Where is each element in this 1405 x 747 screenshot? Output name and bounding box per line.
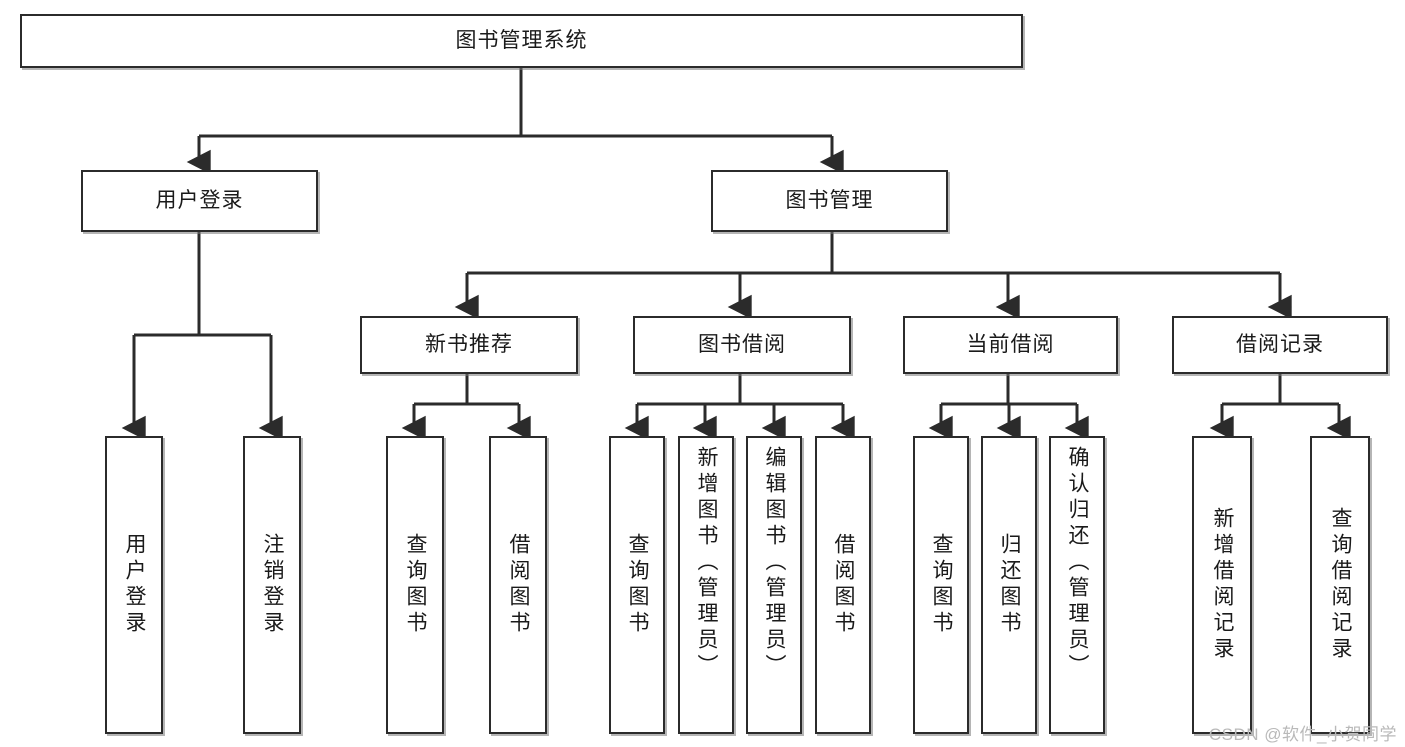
node-label: 新增借阅记录	[1211, 507, 1235, 663]
node-label: 注销登录	[261, 533, 285, 637]
node-label: 借阅图书	[832, 533, 856, 637]
leaf-query-record[interactable]: 查询借阅记录	[1310, 436, 1370, 734]
node-book-management[interactable]: 图书管理	[711, 170, 948, 232]
node-label: 借阅记录	[1236, 333, 1324, 357]
leaf-query-book-3[interactable]: 查询图书	[913, 436, 969, 734]
node-label: 当前借阅	[966, 333, 1055, 357]
leaf-query-book-1[interactable]: 查询图书	[386, 436, 444, 734]
node-label: 查询借阅记录	[1329, 507, 1353, 663]
node-borrow-record[interactable]: 借阅记录	[1172, 316, 1388, 374]
leaf-user-login[interactable]: 用户登录	[105, 436, 163, 734]
node-label: 新书推荐	[425, 333, 513, 357]
node-label: 查询图书	[930, 533, 954, 637]
node-label: 用户登录	[123, 533, 147, 637]
node-label: 图书借阅	[698, 333, 786, 357]
node-label: 图书管理	[785, 189, 874, 213]
node-user-login[interactable]: 用户登录	[81, 170, 318, 232]
node-label: 编辑图书（管理员）	[763, 446, 787, 680]
node-label: 查询图书	[626, 533, 650, 637]
node-label: 新增图书（管理员）	[695, 446, 719, 680]
node-root-system[interactable]: 图书管理系统	[20, 14, 1023, 68]
leaf-return-book[interactable]: 归还图书	[981, 436, 1037, 734]
leaf-query-book-2[interactable]: 查询图书	[609, 436, 665, 734]
leaf-edit-book[interactable]: 编辑图书（管理员）	[746, 436, 802, 734]
leaf-logout[interactable]: 注销登录	[243, 436, 301, 734]
leaf-add-record[interactable]: 新增借阅记录	[1192, 436, 1252, 734]
node-label: 用户登录	[155, 189, 244, 213]
node-label: 借阅图书	[507, 533, 531, 637]
node-label: 查询图书	[404, 533, 428, 637]
node-label: 图书管理系统	[455, 29, 588, 53]
node-label: 归还图书	[998, 533, 1022, 637]
node-label: 确认归还（管理员）	[1066, 446, 1090, 680]
leaf-confirm-return[interactable]: 确认归还（管理员）	[1049, 436, 1105, 734]
leaf-add-book[interactable]: 新增图书（管理员）	[678, 436, 734, 734]
node-book-borrow[interactable]: 图书借阅	[633, 316, 851, 374]
leaf-borrow-book-1[interactable]: 借阅图书	[489, 436, 547, 734]
node-new-book-recommend[interactable]: 新书推荐	[360, 316, 578, 374]
csdn-watermark: CSDN @软件_小贺同学	[1208, 725, 1397, 744]
leaf-borrow-book-2[interactable]: 借阅图书	[815, 436, 871, 734]
node-current-borrow[interactable]: 当前借阅	[903, 316, 1118, 374]
